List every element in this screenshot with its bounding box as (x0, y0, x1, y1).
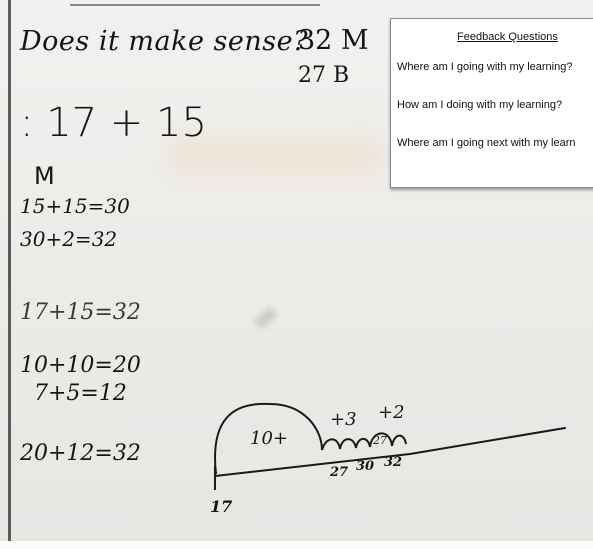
jump-arc-small-3 (391, 434, 407, 447)
jump-label-plus-2: +2 (378, 402, 405, 423)
strategy-m-equation-2: 30+2=32 (20, 227, 118, 251)
feedback-card-title: Feedback Questions (457, 31, 558, 43)
board-frame-left (8, 0, 11, 549)
strategy-b-equation-2: 10+10=20 (20, 353, 141, 378)
feedback-question-2: How am I doing with my learning? (397, 99, 563, 111)
question-heading: Does it make sense? (20, 26, 309, 57)
feedback-question-1: Where am I going with my learning? (397, 61, 573, 73)
feedback-questions-card: Feedback Questions Where am I going with… (390, 18, 593, 188)
jump-label-large: 10+ (250, 428, 288, 449)
jump-label-plus-3: +3 (330, 409, 357, 430)
jump-arc-small-1 (321, 437, 371, 451)
number-line-start: 17 (210, 497, 232, 516)
strategy-b-equation-4: 20+12=32 (20, 441, 141, 466)
feedback-question-3: Where am I going next with my learn (397, 137, 576, 149)
jump-arc-large (214, 402, 323, 475)
number-line-mark-27: 27 (329, 465, 348, 480)
strategy-m-label: M (34, 162, 55, 190)
vote-count-m: 32 M (298, 25, 369, 56)
strategy-b-equation-3: 7+5=12 (34, 381, 127, 406)
number-line-mark-32: 32 (384, 455, 402, 470)
board-frame-top (70, 0, 320, 6)
number-line-mark-30: 30 (356, 459, 374, 474)
problem-expression: : 17 + 15 (20, 100, 207, 146)
board-frame-bottom (0, 541, 593, 549)
light-glare (170, 135, 380, 175)
strategy-m-equation-1: 15+15=30 (20, 194, 130, 218)
jump-arc-small-2 (369, 432, 393, 448)
vote-count-b: 27 B (298, 63, 350, 88)
number-line (214, 427, 566, 477)
bump-label: 27 (372, 434, 387, 447)
strategy-b-equation-1: 17+15=32 (20, 300, 141, 325)
